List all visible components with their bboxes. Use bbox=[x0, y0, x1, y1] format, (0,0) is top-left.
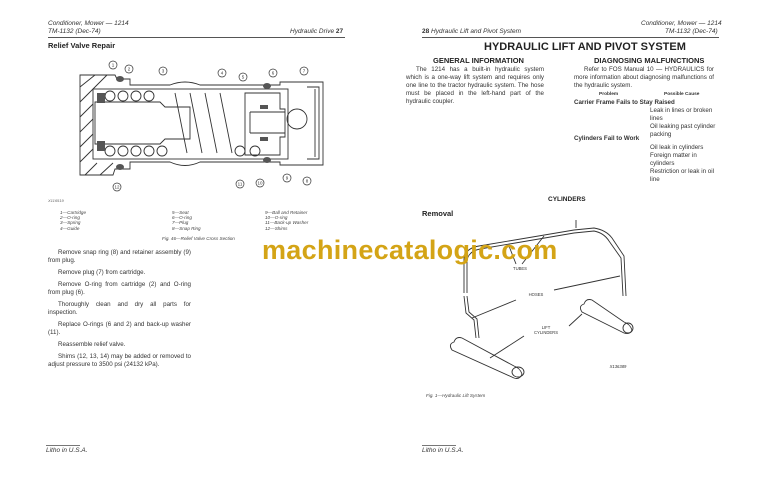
header-rule bbox=[422, 37, 719, 38]
figure-caption: Fig. 1—Hydraulic Lift System bbox=[426, 393, 486, 398]
svg-text:12: 12 bbox=[114, 185, 120, 190]
figure-caption: Fig. 46—Relief Valve Cross Section bbox=[162, 236, 235, 241]
header-title: Conditioner, Mower — 1214 bbox=[48, 20, 129, 27]
header-section-label: Hydraulic Drive bbox=[290, 28, 335, 35]
label-hoses: HOSES bbox=[529, 292, 544, 297]
paragraph: Remove plug (7) from cartridge. bbox=[58, 269, 146, 276]
legend-item: 11—Back-up Washer bbox=[265, 220, 309, 226]
label-lift: LIFT bbox=[542, 325, 551, 330]
legend-item: 10—O-ring bbox=[265, 215, 288, 221]
legend-item: 8—Snap Ring bbox=[172, 225, 201, 231]
svg-text:1: 1 bbox=[112, 63, 115, 68]
label-cylinders: CYLINDERS bbox=[534, 330, 558, 335]
diagnosing-intro: Refer to FOS Manual 10 — HYDRAULICS for … bbox=[574, 66, 714, 94]
cause-2-2: Foreign matter in cylinders bbox=[650, 152, 697, 167]
legend-item: 2—O-ring bbox=[60, 215, 80, 221]
cause-1-1: Leak in lines or broken lines bbox=[650, 107, 713, 122]
legend-col-3: 9—Ball and Retainer 10—O-ring 11—Back-up… bbox=[265, 210, 308, 231]
watermark: machinecatalogic.com bbox=[262, 235, 558, 265]
header-title: Conditioner, Mower — 1214 bbox=[641, 20, 722, 27]
header-rule bbox=[48, 37, 345, 38]
legend-item: 6—O-ring bbox=[172, 215, 192, 221]
figure-ref-code: X116519 bbox=[48, 198, 64, 203]
legend-col-2: 5—Seat 6—O-ring 7—Plug 8—Snap Ring bbox=[172, 210, 201, 231]
cause-2-1: Oil leak in cylinders bbox=[650, 144, 704, 151]
svg-text:11: 11 bbox=[238, 182, 243, 187]
cause-2-3: Restriction or leak in oil line bbox=[650, 168, 714, 183]
diagnosing-heading: DIAGNOSING MALFUNCTIONS bbox=[594, 56, 705, 65]
legend-item: 5—Seat bbox=[172, 210, 189, 215]
footer-rule bbox=[46, 445, 80, 446]
legend-item: 3—Spring bbox=[60, 220, 81, 226]
svg-text:6: 6 bbox=[272, 71, 275, 76]
footer-text: Litho in U.S.A. bbox=[422, 447, 464, 454]
page-number: 27 bbox=[335, 28, 344, 35]
header-section: 28 Hydraulic Lift and Pivot System bbox=[422, 28, 521, 36]
paragraph: Remove O-ring from cartridge (2) and O-r… bbox=[48, 281, 191, 296]
footer-text: Litho in U.S.A. bbox=[46, 447, 88, 454]
paragraph: Refer to FOS Manual 10 — HYDRAULICS for … bbox=[574, 66, 714, 89]
instructions: Remove snap ring (8) and retainer assemb… bbox=[48, 249, 191, 373]
removal-heading: Removal bbox=[422, 209, 454, 218]
footer-rule bbox=[422, 445, 456, 446]
general-info-heading: GENERAL INFORMATION bbox=[433, 56, 524, 65]
left-page: Conditioner, Mower — 1214 TM-1132 (Dec-7… bbox=[46, 20, 345, 454]
label-tubes: TUBES bbox=[513, 266, 527, 271]
svg-text:8: 8 bbox=[306, 179, 309, 184]
paragraph: The 1214 has a built-in hydraulic system… bbox=[406, 66, 544, 105]
section-title: Relief Valve Repair bbox=[48, 41, 116, 50]
col-problem-header: Problem bbox=[599, 92, 619, 97]
legend-col-1: 1—Cartridge 2—O-ring 3—Spring 4—Guide bbox=[60, 210, 86, 231]
header-doc-id: TM-1132 (Dec-74) bbox=[48, 28, 101, 35]
svg-text:3: 3 bbox=[162, 69, 165, 74]
figure-ref-code: X136389 bbox=[609, 364, 627, 369]
cylinders-heading: CYLINDERS bbox=[548, 196, 586, 203]
legend-item: 12—Shims bbox=[265, 225, 288, 231]
svg-text:2: 2 bbox=[128, 67, 131, 72]
svg-text:9: 9 bbox=[286, 176, 289, 181]
problem-2: Cylinders Fail to Work bbox=[574, 135, 640, 142]
page-title: HYDRAULIC LIFT AND PIVOT SYSTEM bbox=[484, 41, 686, 53]
right-page: 28 Hydraulic Lift and Pivot System Condi… bbox=[384, 0, 768, 497]
legend-item: 1—Cartridge bbox=[60, 210, 87, 215]
header-section-label: Hydraulic Lift and Pivot System bbox=[431, 28, 521, 35]
svg-text:5: 5 bbox=[242, 75, 245, 80]
general-info-text: The 1214 has a built-in hydraulic system… bbox=[406, 66, 544, 110]
paragraph: Remove snap ring (8) and retainer assemb… bbox=[48, 249, 191, 264]
svg-text:4: 4 bbox=[221, 71, 224, 76]
hydraulic-lift-diagram: TUBES HOSES LIFT CYLINDERS X136389 bbox=[449, 220, 634, 379]
legend-item: 4—Guide bbox=[60, 225, 80, 231]
paragraph: Shims (12, 13, 14) may be added or remov… bbox=[48, 353, 191, 368]
svg-text:7: 7 bbox=[303, 69, 306, 74]
header-doc-id: TM-1132 (Dec-74) bbox=[665, 28, 718, 35]
col-cause-header: Possible Cause bbox=[664, 92, 700, 97]
cause-1-2: Oil leaking past cylinder packing bbox=[650, 123, 716, 138]
header-section: Hydraulic Drive 27 bbox=[290, 28, 343, 36]
svg-text:10: 10 bbox=[257, 181, 263, 186]
paragraph: Thoroughly clean and dry all parts for i… bbox=[48, 301, 191, 316]
page-number: 28 bbox=[422, 28, 430, 35]
paragraph: Reassemble relief valve. bbox=[58, 341, 126, 348]
paragraph: Replace O-rings (6 and 2) and back-up wa… bbox=[48, 321, 191, 336]
legend-item: 9—Ball and Retainer bbox=[265, 210, 308, 215]
legend-item: 7—Plug bbox=[172, 220, 189, 226]
problem-1: Carrier Frame Fails to Stay Raised bbox=[574, 99, 675, 106]
